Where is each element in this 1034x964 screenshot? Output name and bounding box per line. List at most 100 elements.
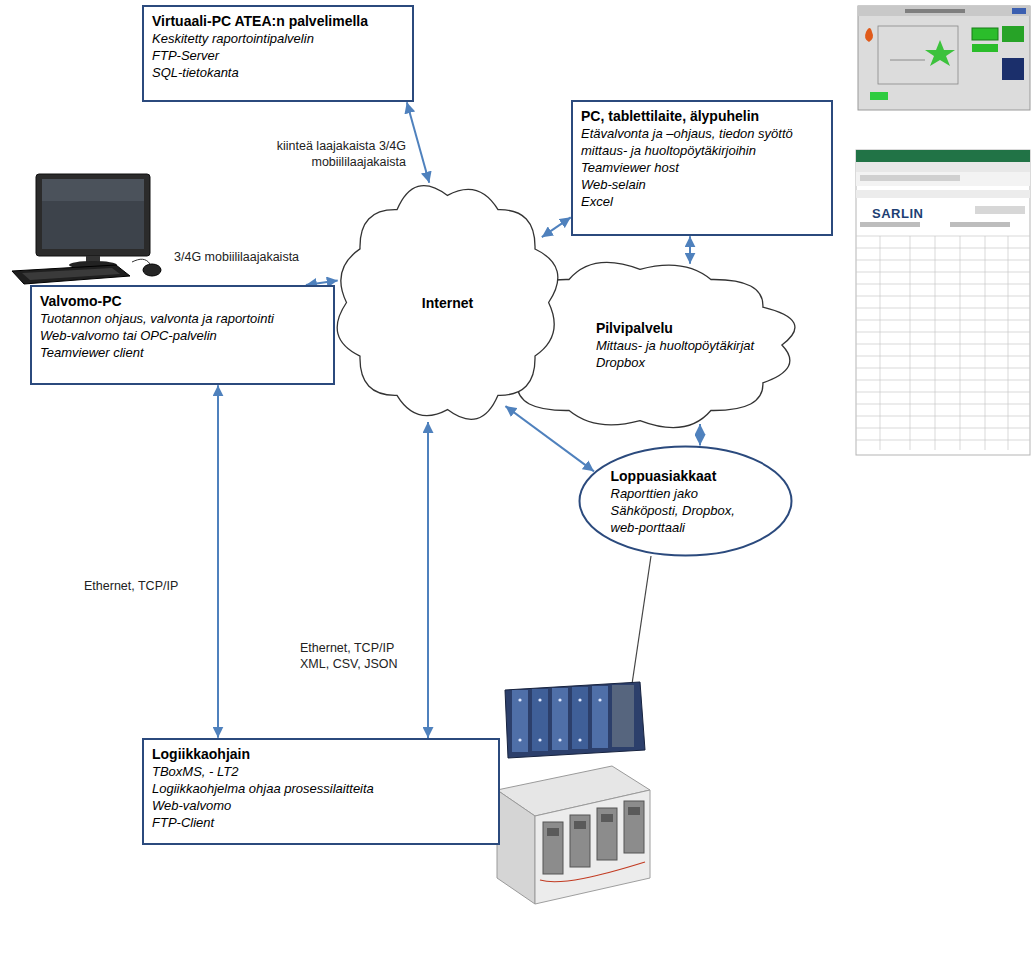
illustration-part — [860, 175, 960, 181]
illustration-part — [592, 686, 608, 748]
illustration-part — [512, 690, 528, 752]
node-text: Etävalvonta ja –ohjaus, tiedon syöttö mi… — [581, 125, 823, 159]
illustration-part — [856, 392, 1030, 393]
node-heading: Internet — [422, 294, 473, 312]
illustration-part — [22, 268, 120, 280]
illustration-part — [518, 698, 601, 741]
text-group: Internet — [422, 294, 473, 312]
illustration-part — [856, 172, 1030, 186]
node-text: Excel — [581, 193, 823, 210]
illustration-part — [574, 821, 586, 829]
connection-label: kiinteä laajakaista 3/4G mobiililaajakai… — [262, 138, 408, 170]
illustration-part — [558, 698, 561, 701]
text-group: PilvipalveluMittaus- ja huoltopöytäkirja… — [596, 319, 754, 371]
node-text: Raporttien jako — [611, 485, 761, 502]
illustration-part — [856, 296, 1030, 297]
illustration-part — [925, 40, 955, 66]
illustration-part — [856, 162, 1030, 172]
scada-screenshot — [858, 6, 1030, 110]
illustration-part — [858, 6, 1030, 110]
ellipse-outline — [578, 445, 793, 557]
illustration-part — [578, 698, 581, 701]
node-text: Teamviewer host — [581, 159, 823, 176]
controller-box: LogiikkaohjainTBoxMS, - LT2Logiikkaohjel… — [142, 738, 500, 845]
cloud-shape — [485, 262, 795, 427]
node-text: FTP-Server — [152, 47, 404, 64]
illustration-part — [856, 308, 1030, 309]
logo-text: SARLIN — [872, 206, 923, 221]
illustration-part — [960, 236, 961, 450]
node-text: SQL-tietokanta — [152, 64, 404, 81]
illustration-part — [132, 259, 150, 264]
illustration-part — [547, 828, 559, 836]
node-heading: Pilvipalvelu — [596, 319, 754, 337]
illustration-part — [856, 344, 1030, 345]
illustration-part — [1012, 8, 1026, 14]
internet-cloud: Internet — [330, 175, 565, 430]
illustration-part — [538, 698, 541, 701]
illustration-part — [143, 264, 161, 276]
customer-ellipse: LoppuasiakkaatRaporttien jakoSähköposti,… — [578, 445, 793, 557]
illustration-part — [860, 222, 920, 227]
illustration-part — [856, 356, 1030, 357]
node-text: Web-selain — [581, 176, 823, 193]
illustration-part — [42, 179, 144, 249]
excel-screenshot — [856, 150, 1030, 455]
node-heading: Valvomo-PC — [40, 292, 325, 310]
illustration-part — [856, 332, 1030, 333]
illustration-part — [1008, 236, 1009, 450]
node-text: Logiikkaohjelma ohjaa prosessilaitteita — [152, 780, 490, 797]
node-text: Web-valvomo — [152, 797, 490, 814]
illustration-part — [935, 236, 936, 450]
node-text: TBoxMS, - LT2 — [152, 763, 490, 780]
illustration-part — [538, 738, 541, 741]
server-box: Virtuaali-PC ATEA:n palvelimellaKeskitet… — [142, 5, 414, 102]
illustration-part — [856, 284, 1030, 285]
illustration-part — [570, 815, 590, 867]
illustration-part — [598, 698, 601, 701]
illustration-part — [36, 174, 150, 256]
connector-arrow — [689, 236, 691, 264]
illustration-part — [856, 428, 1030, 429]
illustration-part — [518, 698, 521, 701]
illustration-part — [856, 260, 1030, 261]
connector-arrow — [542, 217, 571, 237]
illustration-part — [547, 807, 640, 836]
illustration-part — [910, 236, 911, 450]
illustration-part — [975, 206, 1025, 214]
connector-arrow — [427, 422, 429, 738]
node-text: Sähköposti, Dropbox, web-porttaali — [611, 502, 761, 536]
illustration-part — [543, 822, 563, 874]
illustration-part — [865, 28, 873, 42]
node-text: Web-valvomo tai OPC-palvelin — [40, 327, 325, 344]
connector-arrow — [407, 102, 429, 182]
node-text: Teamviewer client — [40, 344, 325, 361]
illustration-part — [12, 265, 130, 284]
illustration-part — [880, 236, 881, 450]
illustration-part — [532, 689, 548, 751]
illustration-part — [518, 738, 521, 741]
illustration-part — [856, 404, 1030, 405]
illustration-part — [858, 6, 1030, 16]
illustration-part — [856, 248, 1030, 249]
node-heading: Loppuasiakkaat — [611, 467, 761, 485]
illustration-part — [972, 28, 998, 40]
illustration-part — [572, 687, 588, 749]
illustration-part — [856, 380, 1030, 381]
node-text: FTP-Client — [152, 814, 490, 831]
plc-rack-picture — [505, 682, 645, 758]
control-room-box: Valvomo-PCTuotannon ohjaus, valvonta ja … — [30, 285, 335, 385]
illustration-part — [597, 808, 617, 860]
illustration-part — [972, 44, 998, 52]
illustration-part — [1002, 26, 1024, 42]
illustration-part — [856, 150, 1030, 455]
node-text: Dropbox — [596, 354, 754, 371]
illustration-part — [856, 272, 1030, 273]
illustration-part — [42, 179, 144, 201]
connector-arrow — [699, 424, 701, 445]
illustration-part — [856, 190, 1030, 198]
connection-label: Ethernet, TCP/IP — [82, 578, 180, 594]
illustration-part — [856, 236, 1030, 237]
text-group: LoppuasiakkaatRaporttien jakoSähköposti,… — [611, 467, 761, 536]
